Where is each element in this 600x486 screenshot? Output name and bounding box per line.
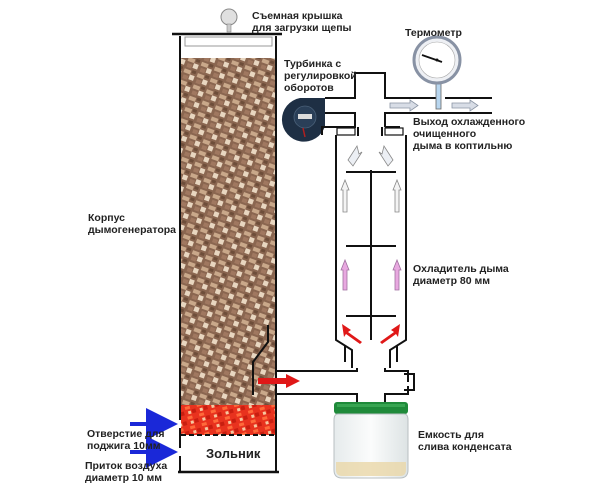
label-turbine: Турбинка с регулировкой оборотов (284, 58, 357, 94)
label-ignition-hole: Отверстие для поджига 10мм (87, 428, 165, 452)
lid-knob[interactable] (220, 8, 238, 33)
outlet-flow-arrows (389, 99, 479, 112)
label-lid: Съемная крышка для загрузки щепы (252, 10, 352, 34)
generator-body (172, 32, 282, 474)
air-inlet-arrows (130, 408, 178, 468)
cooler-flow-arrows (340, 145, 402, 344)
cooler-tube (276, 135, 415, 407)
label-air-inlet: Приток воздуха диаметр 10 мм (85, 460, 168, 484)
arrow-up-icon (340, 178, 350, 213)
condensate-liquid (336, 462, 406, 476)
label-outlet: Выход охлажденного очищенного дыма в коп… (413, 116, 526, 152)
arrow-up-icon (392, 258, 402, 291)
thermometer-needle (421, 54, 443, 63)
ember-layer (181, 405, 275, 435)
smoke-out-arrow (258, 374, 300, 388)
turbine-fan[interactable] (281, 98, 325, 142)
label-cooler: Охладитель дыма диаметр 80 мм (413, 263, 509, 287)
top-pipe (321, 72, 492, 136)
arrow-up-icon (392, 178, 402, 213)
label-condensate: Емкость для слива конденсата (418, 429, 512, 453)
label-thermometer: Термометр (405, 27, 462, 39)
condensate-jar[interactable] (333, 402, 409, 479)
thermometer (412, 35, 462, 110)
label-ash-pit: Зольник (206, 446, 261, 461)
wood-chips-fill (181, 58, 275, 413)
arrow-up-icon (340, 258, 350, 291)
label-generator-body: Корпус дымогенератора (88, 212, 176, 236)
